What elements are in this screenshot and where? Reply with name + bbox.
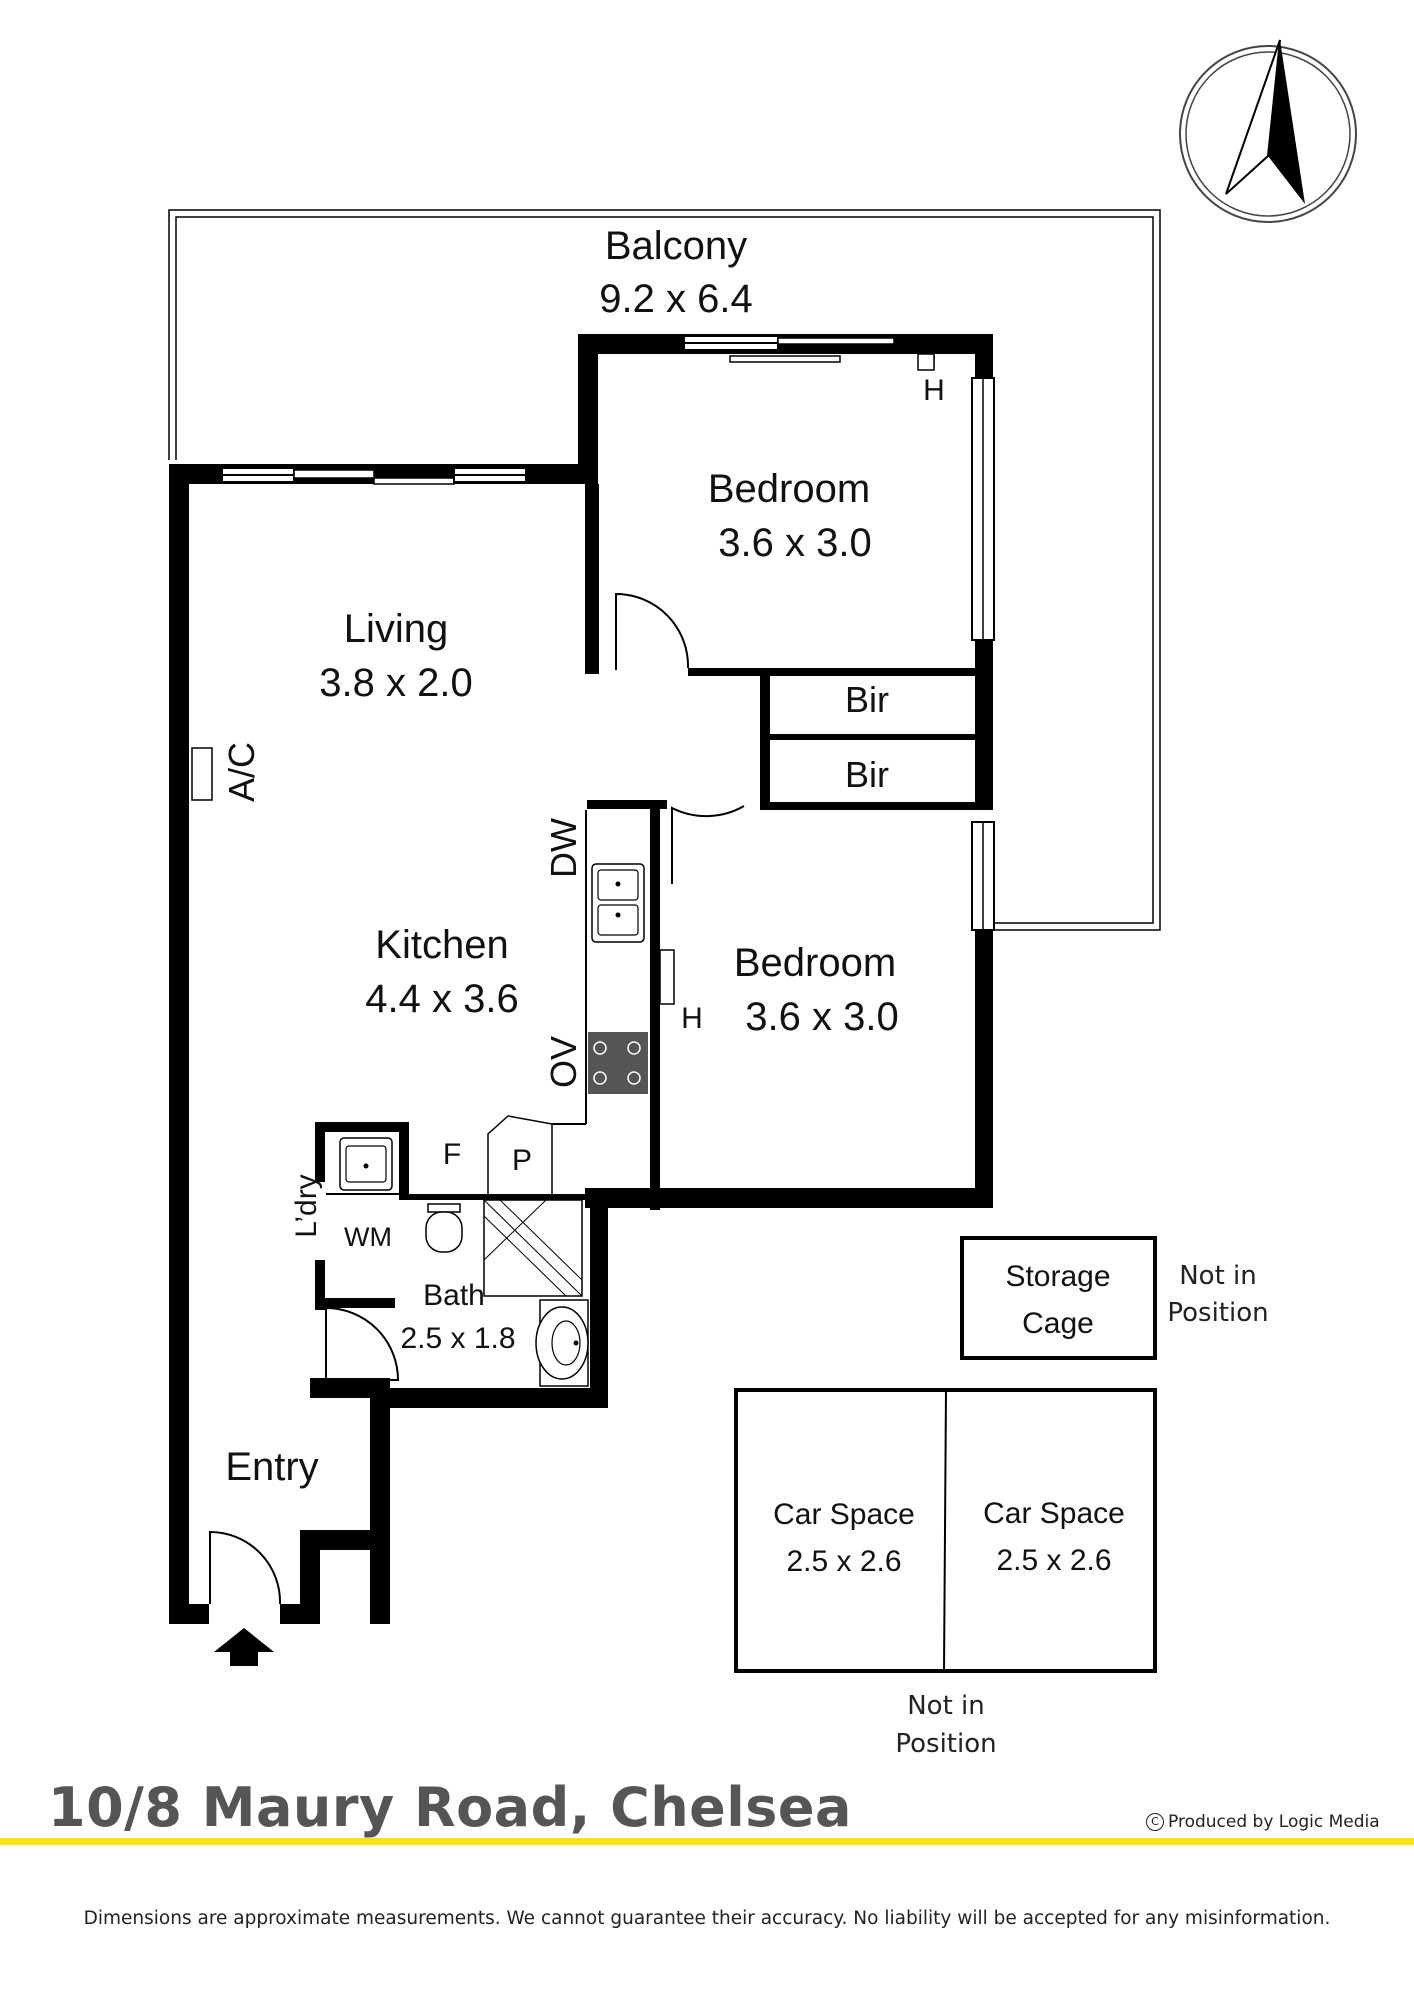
ac-label: A/C [221,742,262,802]
balcony-size: 9.2 x 6.4 [599,277,752,321]
north-arrow-icon [1179,39,1357,223]
car-spaces-note-line1: Not in [907,1691,985,1721]
car-space-right-name: Car Space [983,1497,1125,1530]
entry-arrow-icon [214,1628,274,1666]
living-name: Living [344,607,449,651]
laundry-label: L’dry [290,1174,323,1237]
storage-name-line1: Storage [1005,1260,1110,1293]
copyright-icon: C [1146,1813,1164,1831]
dishwasher-label: DW [543,818,584,878]
fixtures [191,353,935,1387]
balcony-outline [168,209,1161,931]
car-spaces-note-line2: Position [895,1729,996,1759]
pantry-label: P [512,1144,532,1177]
storage-name-line2: Cage [1022,1307,1094,1340]
bedroom-bottom-size: 3.6 x 3.0 [745,995,898,1039]
heater-top-label: H [923,374,945,407]
cooktop-icon [588,1032,648,1094]
property-address: 10/8 Maury Road, Chelsea [48,1776,852,1839]
bedroom-bottom-name: Bedroom [734,941,896,985]
bir-1-label: Bir [845,679,889,720]
bedroom-top-name: Bedroom [708,467,870,511]
car-space-left-size: 2.5 x 2.6 [786,1545,901,1578]
bath-name: Bath [423,1279,485,1312]
accent-divider [0,1838,1414,1845]
disclaimer-text: Dimensions are approximate measurements.… [83,1908,1331,1929]
basin-icon [535,1299,589,1387]
entry-name: Entry [225,1445,318,1489]
car-space-right-size: 2.5 x 2.6 [996,1544,1111,1577]
living-size: 3.8 x 2.0 [319,661,472,705]
shower-icon [483,1199,583,1297]
car-space-divider [943,1389,947,1672]
storage-note-line2: Position [1167,1298,1268,1328]
toilet-icon [425,1203,463,1253]
washing-machine-label: WM [344,1222,392,1252]
oven-label: OV [543,1036,584,1088]
bath-size: 2.5 x 1.8 [400,1322,515,1355]
balcony-name: Balcony [605,224,747,268]
producer-credit: C Produced by Logic Media [1146,1812,1380,1832]
storage-note-line1: Not in [1179,1261,1257,1291]
producer-credit-text: Produced by Logic Media [1168,1812,1380,1832]
kitchen-size: 4.4 x 3.6 [365,977,518,1021]
bir-2-label: Bir [845,754,889,795]
fridge-label: F [443,1138,461,1171]
doors [209,592,745,1605]
car-space-left-name: Car Space [773,1498,915,1531]
storage-cage-box [960,1236,1157,1360]
bedroom-top-size: 3.6 x 3.0 [718,521,871,565]
kitchen-name: Kitchen [375,923,508,967]
windows [221,335,995,931]
heater-bottom-label: H [681,1002,703,1035]
